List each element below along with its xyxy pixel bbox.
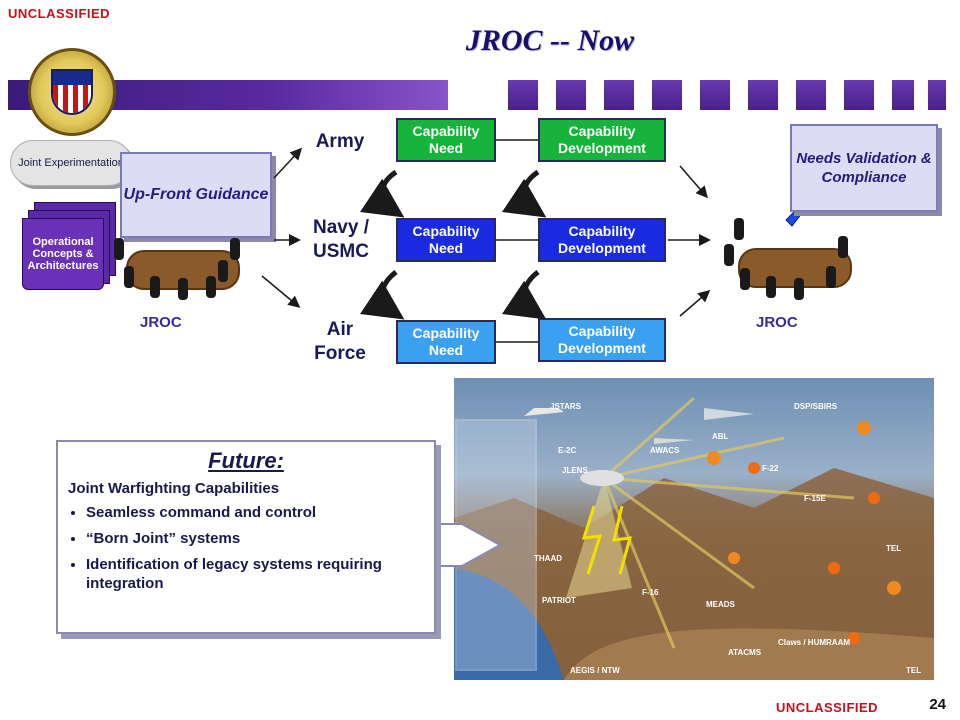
arrow-dev-airforce-to-jroc xyxy=(679,290,711,317)
band-square xyxy=(508,80,538,110)
illustration-label: F-15E xyxy=(804,494,826,503)
person-icon xyxy=(150,276,160,298)
person-icon xyxy=(124,266,134,288)
band-square xyxy=(748,80,778,110)
band-square xyxy=(556,80,586,110)
future-subtitle: Joint Warfighting Capabilities xyxy=(68,480,280,497)
jroc-right-label: JROC xyxy=(756,314,798,331)
capability-need-airforce: Capability Need xyxy=(396,320,496,364)
future-bullet-list: Seamless command and control “Born Joint… xyxy=(68,503,424,593)
battlespace-drawing xyxy=(454,396,934,680)
curved-arrow-dev-2 xyxy=(501,270,547,320)
classification-bottom: UNCLASSIFIED xyxy=(776,700,879,715)
band-square xyxy=(700,80,730,110)
future-title: Future: xyxy=(208,448,284,473)
illustration-label: F-16 xyxy=(642,588,659,597)
illustration-label: JLENS xyxy=(562,466,588,475)
capability-need-navy: Capability Need xyxy=(396,218,496,262)
curved-arrow-dev-1 xyxy=(501,169,547,218)
person-icon xyxy=(794,278,804,300)
person-icon xyxy=(766,276,776,298)
classification-top: UNCLASSIFIED xyxy=(8,6,111,21)
band-square xyxy=(652,80,682,110)
list-item: “Born Joint” systems xyxy=(86,529,424,548)
joint-battlespace-illustration: JSTARS E-2C AWACS ABL DSP/SBIRS JLENS F-… xyxy=(454,378,934,680)
capability-development-navy: Capability Development xyxy=(538,218,666,262)
illustration-label: MEADS xyxy=(706,600,735,609)
capability-need-army: Capability Need xyxy=(396,118,496,162)
slide-title: JROC -- Now xyxy=(465,24,635,57)
band-square xyxy=(928,80,946,110)
service-army: Army xyxy=(315,131,365,152)
curved-arrow-need-2 xyxy=(359,270,405,320)
person-icon xyxy=(740,268,750,290)
illustration-label: PATRIOT xyxy=(542,596,576,605)
illustration-label: THAAD xyxy=(534,554,562,563)
person-icon xyxy=(724,244,734,266)
illustration-label: DSP/SBIRS xyxy=(794,402,838,411)
person-icon xyxy=(826,266,836,288)
joint-experimentation-cloud: Joint Experimentation xyxy=(10,140,132,186)
illustration-label: TEL xyxy=(886,544,902,553)
person-icon xyxy=(178,278,188,300)
illustration-label: AEGIS / NTW xyxy=(570,666,620,675)
service-air-force: Air Force xyxy=(314,319,366,364)
band-square xyxy=(892,80,914,110)
dod-seal-icon xyxy=(28,48,116,136)
arrow-upfront-to-army xyxy=(273,147,303,179)
person-icon xyxy=(114,238,124,260)
illustration-label: AWACS xyxy=(650,446,680,455)
future-callout-box: Future: Joint Warfighting Capabilities S… xyxy=(56,440,436,634)
illustration-label: ABL xyxy=(712,432,729,441)
list-item: Identification of legacy systems requiri… xyxy=(86,555,424,593)
callout-pointer xyxy=(433,523,503,567)
service-navy-usmc: Navy / USMC xyxy=(313,217,369,262)
person-icon xyxy=(206,276,216,298)
illustration-label: Claws / HUMRAAM xyxy=(778,638,851,647)
illustration-label: E-2C xyxy=(558,446,577,455)
band-square xyxy=(604,80,634,110)
capability-development-airforce: Capability Development xyxy=(538,318,666,362)
band-square xyxy=(796,80,826,110)
list-item: Seamless command and control xyxy=(86,503,424,522)
arrow-dev-army-to-jroc xyxy=(679,165,708,199)
page-number: 24 xyxy=(929,696,946,713)
arrow-upfront-to-airforce xyxy=(261,275,301,308)
illustration-label: TEL xyxy=(906,666,922,675)
person-icon xyxy=(218,260,228,282)
person-icon xyxy=(734,218,744,240)
needs-validation-box: Needs Validation & Compliance xyxy=(790,124,938,212)
capability-development-army: Capability Development xyxy=(538,118,666,162)
illustration-label: ATACMS xyxy=(728,648,762,657)
illustration-label: F-22 xyxy=(762,464,779,473)
person-icon xyxy=(230,238,240,260)
band-square xyxy=(844,80,874,110)
person-icon xyxy=(838,236,848,258)
operational-concepts-stack: Operational Concepts & Architectures xyxy=(22,218,104,290)
illustration-label: JSTARS xyxy=(550,402,581,411)
up-front-guidance-box: Up-Front Guidance xyxy=(120,152,272,238)
curved-arrow-need-1 xyxy=(359,169,405,218)
jroc-left-label: JROC xyxy=(140,314,182,331)
